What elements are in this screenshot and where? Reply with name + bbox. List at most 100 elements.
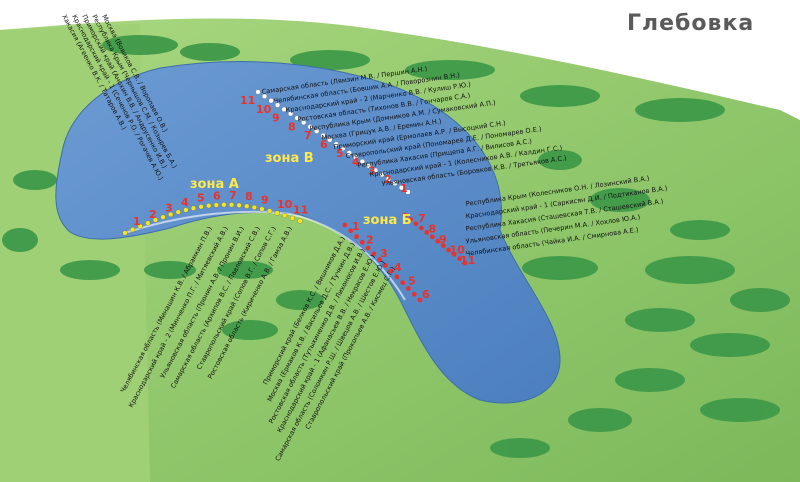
peg-number: 9 bbox=[261, 193, 269, 206]
peg-dot bbox=[385, 176, 391, 182]
peg-number: 6 bbox=[422, 288, 430, 301]
peg-dot bbox=[457, 256, 462, 262]
peg-number: 4 bbox=[181, 196, 189, 209]
peg-dot bbox=[359, 159, 365, 165]
peg-dot bbox=[244, 203, 250, 209]
peg-dot bbox=[411, 291, 417, 297]
peg-dot bbox=[354, 234, 359, 239]
peg-number: 5 bbox=[197, 192, 205, 205]
peg-dot bbox=[183, 207, 189, 213]
peg-dot bbox=[259, 206, 265, 212]
peg-dot bbox=[366, 163, 372, 169]
peg-dot bbox=[405, 189, 411, 195]
peg-number: 2 bbox=[366, 234, 374, 247]
peg-number: 11 bbox=[460, 254, 475, 267]
peg-number: 7 bbox=[418, 212, 426, 225]
peg-dot bbox=[372, 167, 378, 173]
peg-dot bbox=[236, 202, 242, 208]
peg-dot bbox=[408, 216, 413, 222]
peg-dot bbox=[424, 230, 430, 235]
peg-dot bbox=[353, 154, 359, 160]
peg-dot bbox=[251, 204, 257, 211]
peg-dot bbox=[275, 102, 281, 108]
peg-dot bbox=[365, 245, 371, 251]
peg-number: 7 bbox=[304, 129, 312, 142]
peg-dot bbox=[168, 211, 174, 218]
peg-dot bbox=[382, 262, 388, 268]
peg-dot bbox=[402, 212, 408, 218]
peg-number: 2 bbox=[149, 208, 157, 221]
peg-dot bbox=[281, 106, 287, 112]
peg-number: 6 bbox=[213, 189, 221, 202]
lake bbox=[55, 61, 561, 404]
peg-dot bbox=[152, 217, 158, 223]
peg-dot bbox=[267, 208, 273, 214]
peg-dot bbox=[359, 239, 365, 245]
peg-number: 7 bbox=[229, 189, 237, 202]
peg-dot bbox=[297, 218, 303, 224]
peg-number: 3 bbox=[380, 247, 388, 260]
peg-dot bbox=[160, 214, 166, 220]
forest-patches bbox=[2, 35, 790, 458]
peg-dot bbox=[213, 202, 219, 208]
peg-number: 1 bbox=[352, 220, 360, 233]
peg-dot bbox=[130, 227, 136, 233]
peg-dot bbox=[190, 205, 197, 211]
zone-b-label: зона Б bbox=[363, 213, 412, 228]
peg-dot bbox=[314, 128, 320, 134]
peg-dot bbox=[175, 209, 181, 215]
peg-number: 5 bbox=[408, 274, 416, 287]
peg-dot bbox=[288, 111, 294, 117]
peg-dot bbox=[346, 150, 352, 156]
peg-number: 3 bbox=[165, 201, 173, 214]
peg-dot bbox=[394, 274, 400, 280]
peg-dot bbox=[400, 280, 406, 286]
peg-number: 9 bbox=[272, 112, 280, 125]
peg-dot bbox=[413, 221, 419, 227]
peg-number: 4 bbox=[352, 156, 360, 169]
peg-dot bbox=[348, 228, 354, 234]
peg-number: 10 bbox=[450, 244, 466, 257]
peg-dot bbox=[274, 210, 280, 216]
peg-dot bbox=[446, 247, 452, 253]
peg-dot bbox=[228, 202, 235, 208]
peg-dot bbox=[333, 141, 339, 147]
peg-number: 11 bbox=[240, 94, 255, 107]
peg-dot bbox=[451, 251, 457, 257]
peg-dot bbox=[122, 230, 128, 236]
peg-dot bbox=[371, 251, 377, 257]
peg-dot bbox=[261, 93, 268, 99]
peg-dot bbox=[435, 238, 441, 244]
peg-dot bbox=[440, 243, 446, 248]
peg-dot bbox=[398, 185, 405, 191]
peg-dot bbox=[388, 268, 394, 274]
peg-dot bbox=[137, 223, 143, 229]
peg-number: 4 bbox=[394, 261, 402, 274]
peg-dot bbox=[206, 203, 212, 209]
peg-dot bbox=[377, 257, 383, 263]
peg-dot bbox=[417, 297, 423, 303]
peg-number: 6 bbox=[320, 138, 328, 151]
peg-dot bbox=[429, 234, 435, 240]
peg-dot bbox=[282, 212, 288, 219]
peg-dot bbox=[418, 225, 424, 231]
peg-dot bbox=[462, 260, 468, 266]
peg-number: 1 bbox=[133, 215, 141, 228]
peg-dot bbox=[327, 137, 333, 143]
peg-number: 8 bbox=[429, 223, 437, 236]
peg-dot bbox=[221, 202, 227, 208]
peg-dot bbox=[301, 119, 307, 125]
peg-number: 3 bbox=[368, 164, 376, 177]
zone-c-label: зона В bbox=[265, 151, 314, 166]
peg-number: 10 bbox=[277, 198, 293, 211]
shore-path bbox=[124, 210, 406, 301]
map-title: Глебовка bbox=[627, 11, 754, 36]
peg-dot bbox=[342, 222, 348, 228]
peg-dot bbox=[340, 145, 346, 152]
peg-dot bbox=[320, 132, 326, 139]
peg-number: 10 bbox=[256, 103, 272, 116]
